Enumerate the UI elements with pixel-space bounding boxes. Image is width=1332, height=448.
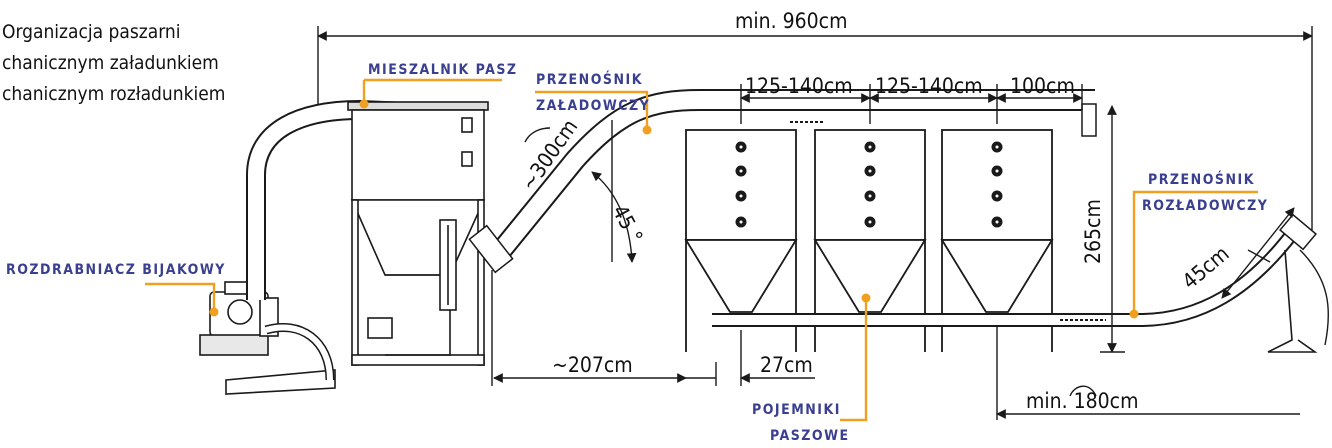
unloader-gap-dimension: [1221, 207, 1295, 299]
angle-label: 45 °: [608, 201, 648, 247]
hammer-mill: [199, 281, 336, 395]
bottom-dimensions: [491, 270, 1300, 420]
containers-label-2: PASZOWE: [770, 428, 850, 444]
span-dimensions: [740, 84, 1083, 124]
intro-line-3: chanicznym rozładunkiem: [2, 83, 225, 105]
total-width-label: min. 960cm: [735, 9, 847, 33]
containers-label-1: POJEMNIKI: [752, 402, 841, 418]
callout-dots: [209, 99, 1139, 319]
container-ports: [735, 141, 1003, 228]
unloading-conveyor-label-1: PRZENOŚNIK: [1148, 170, 1255, 188]
height-label: 265cm: [1081, 199, 1105, 264]
unloader-gap-label: 45cm: [1178, 241, 1234, 293]
feed-mixer: [347, 101, 489, 366]
intro-line-1: Organizacja paszarni: [2, 21, 181, 43]
mixer-label: MIESZALNIK PASZ: [368, 62, 518, 78]
span-3-label: 100cm: [1010, 74, 1075, 98]
bend-radius-label: min. 180cm: [1026, 389, 1138, 413]
intro-line-2: chanicznym załadunkiem: [2, 52, 219, 74]
leg-gap-label: 27cm: [760, 353, 813, 377]
conveyor-base-label: ~207cm: [552, 353, 633, 377]
callout-leaders: [145, 78, 1258, 422]
grinder-label: ROZDRABNIACZ BIJAKOWY: [6, 262, 226, 278]
loading-conveyor: [468, 89, 1097, 274]
loading-conveyor-label-1: PRZENOŚNIK: [536, 70, 643, 88]
span-1-label: 125-140cm: [745, 74, 853, 98]
unloading-conveyor-label-2: ROZŁADOWCZY: [1142, 198, 1268, 214]
loading-conveyor-label-2: ZAŁADOWCZY: [536, 98, 650, 114]
height-dimension: [1100, 105, 1125, 353]
angle-indicator: [524, 120, 637, 263]
span-2-label: 125-140cm: [875, 74, 983, 98]
intro-text: Organizacja paszarni chanicznym załadunk…: [2, 21, 225, 105]
total-width-dimension: [317, 26, 1313, 230]
